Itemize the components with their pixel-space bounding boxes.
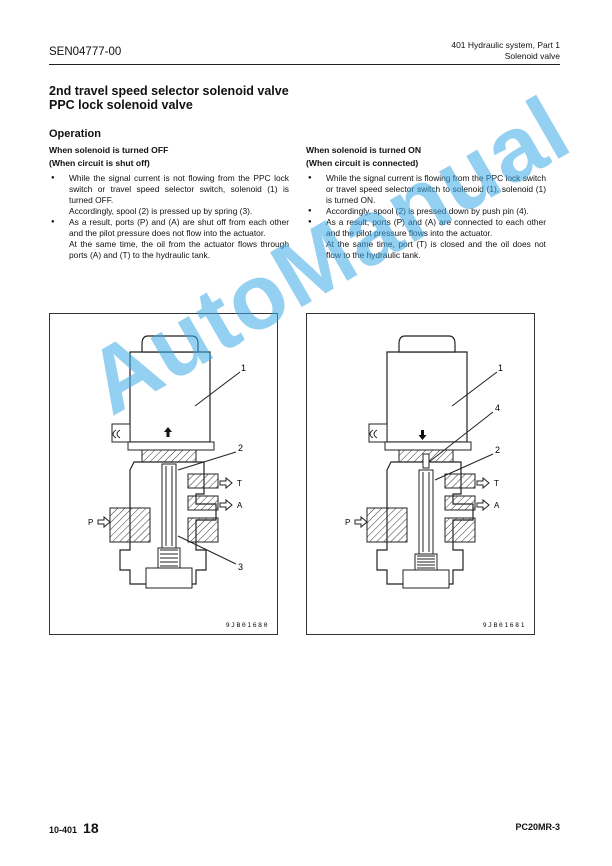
figure-solenoid-on: 1 4 2 T A P 9JB01681	[306, 313, 535, 635]
label-port-a: A	[237, 501, 243, 510]
list-item: While the signal current is flowing from…	[306, 173, 546, 206]
header-subsection: Solenoid valve	[504, 51, 560, 61]
figure-code: 9JB01681	[482, 621, 526, 629]
label-1: 1	[241, 363, 246, 373]
label-1: 1	[498, 363, 503, 373]
doc-code: SEN04777-00	[49, 46, 122, 58]
header-right: 401 Hydraulic system, Part 1 Solenoid va…	[451, 40, 560, 62]
arrow-up-icon	[164, 427, 172, 437]
left-heading-2: (When circuit is shut off)	[49, 158, 150, 168]
left-column: When solenoid is turned OFF (When circui…	[49, 145, 289, 261]
title-line-1: 2nd travel speed selector solenoid valve	[49, 84, 289, 98]
port-p-arrow	[97, 515, 111, 529]
right-heading-1: When solenoid is turned ON	[306, 145, 422, 155]
spool	[161, 463, 177, 549]
solenoid-on-diagram: 1 4 2 T A P	[345, 335, 503, 589]
label-3: 3	[238, 562, 243, 572]
connector	[111, 423, 131, 443]
bullet-text: While the signal current is not flowing …	[69, 173, 289, 205]
label-port-t: T	[237, 479, 242, 488]
port-t-arrow	[219, 476, 233, 490]
spool	[418, 469, 434, 555]
push-pin	[422, 453, 430, 469]
solenoid-off-diagram: 1 2 3 T A P	[88, 335, 246, 589]
bullet-text: At the same time, the oil from the actua…	[69, 239, 289, 260]
bullet-text: While the signal current is flowing from…	[326, 173, 546, 205]
operation-heading: Operation	[49, 128, 101, 140]
port-p-arrow	[354, 515, 368, 529]
left-heading-1: When solenoid is turned OFF	[49, 145, 169, 155]
right-bullet-list: While the signal current is flowing from…	[306, 173, 546, 261]
label-port-p: P	[88, 518, 93, 527]
title-line-2: PPC lock solenoid valve	[49, 98, 193, 112]
solenoid-cap	[141, 335, 199, 353]
page-title: 2nd travel speed selector solenoid valve…	[49, 84, 289, 112]
footer-left: 10-401 18	[49, 820, 99, 836]
right-heading-2: (When circuit is connected)	[306, 158, 419, 168]
bullet-text: Accordingly, spool (2) is pressed up by …	[69, 206, 253, 216]
label-2: 2	[495, 445, 500, 455]
bullet-text: As a result, ports (P) and (A) are shut …	[69, 217, 289, 238]
header-rule	[49, 64, 560, 65]
figure-code: 9JB01680	[225, 621, 269, 629]
bullet-text: Accordingly, spool (2) is pressed down b…	[326, 206, 529, 216]
list-item: While the signal current is not flowing …	[49, 173, 289, 217]
label-port-p: P	[345, 518, 350, 527]
footer-page-number: 18	[83, 820, 99, 836]
list-item: As a result, ports (P) and (A) are conne…	[306, 217, 546, 261]
footer-model: PC20MR-3	[515, 822, 560, 832]
label-2: 2	[238, 443, 243, 453]
solenoid-cap	[398, 335, 456, 353]
right-column: When solenoid is turned ON (When circuit…	[306, 145, 546, 261]
label-4: 4	[495, 403, 500, 413]
footer-section-code: 10-401	[49, 825, 78, 835]
port-t-arrow	[476, 476, 490, 490]
label-port-a: A	[494, 501, 500, 510]
header-section: 401 Hydraulic system, Part 1	[451, 40, 560, 50]
bullet-text: As a result, ports (P) and (A) are conne…	[326, 217, 546, 238]
port-a-arrow	[219, 498, 233, 512]
label-port-t: T	[494, 479, 499, 488]
figure-solenoid-off: 1 2 3 T A P 9JB01680	[49, 313, 278, 635]
list-item: Accordingly, spool (2) is pressed down b…	[306, 206, 546, 217]
bullet-text: At the same time, port (T) is closed and…	[326, 239, 546, 260]
left-bullet-list: While the signal current is not flowing …	[49, 173, 289, 261]
arrow-down-icon	[418, 430, 427, 440]
solenoid-coil	[386, 351, 468, 443]
port-a-arrow	[476, 498, 490, 512]
list-item: As a result, ports (P) and (A) are shut …	[49, 217, 289, 261]
connector	[368, 423, 388, 443]
